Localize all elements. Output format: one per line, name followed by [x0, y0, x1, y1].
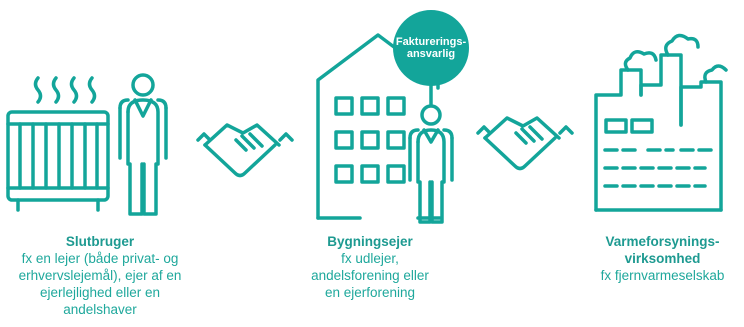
end-user-title: Slutbruger [65, 234, 135, 249]
end-user-caption: Slutbruger fx en lejer (både privat- og … [0, 233, 200, 318]
end-user-description: fx en lejer (både privat- og erhvervslej… [18, 251, 182, 317]
person-icon [118, 73, 168, 216]
radiator-icon [6, 76, 110, 212]
building-owner-description: fx udlejer, andelsforening eller en ejer… [311, 251, 429, 300]
heat-supplier-title: Varmeforsynings- virksomhed [605, 234, 720, 266]
handshake-icon [476, 116, 574, 171]
person-icon [408, 104, 454, 224]
building-owner-caption: Bygningsejer fx udlejer, andelsforening … [290, 233, 450, 301]
heat-supplier-caption: Varmeforsynings- virksomhed fx fjernvarm… [575, 233, 744, 284]
badge-line-2: ansvarlig [406, 48, 456, 60]
handshake-icon [196, 123, 294, 178]
building-owner-title: Bygningsejer [327, 234, 413, 249]
billing-responsible-badge: Fakturerings- ansvarlig [393, 10, 469, 86]
heat-supplier-description: fx fjernvarmeselskab [600, 268, 725, 283]
factory-icon [594, 33, 728, 212]
badge-line-1: Fakturerings- [395, 36, 467, 48]
